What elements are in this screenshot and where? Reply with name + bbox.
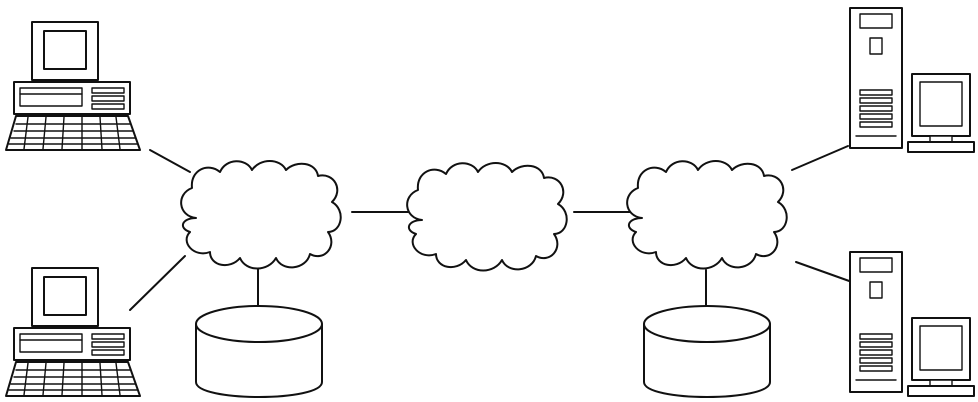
desktop-pc-bottom-left [5,267,141,397]
cloud-right [626,160,788,270]
tower-server-icon [849,7,975,153]
tower-server-icon [849,251,975,397]
network-cloud-icon [626,160,788,270]
desktop-pc-icon [5,267,141,397]
cloud-center [406,162,568,272]
desktop-pc-icon [5,21,141,151]
database-right [643,305,771,398]
connection-lines [129,145,853,311]
link-pc-bottom-to-cloud-left [129,255,186,311]
cloud-left [180,160,342,270]
server-bottom-right [849,251,975,397]
database-cylinder-icon [643,305,771,398]
desktop-pc-top-left [5,21,141,151]
network-cloud-icon [180,160,342,270]
database-cylinder-icon [195,305,323,398]
link-pc-top-to-cloud-left [149,149,191,173]
network-cloud-icon [406,162,568,272]
link-cloud-right-to-server-top [791,145,849,171]
database-left [195,305,323,398]
server-top-right [849,7,975,153]
link-cloud-right-to-server-bottom [795,261,853,283]
